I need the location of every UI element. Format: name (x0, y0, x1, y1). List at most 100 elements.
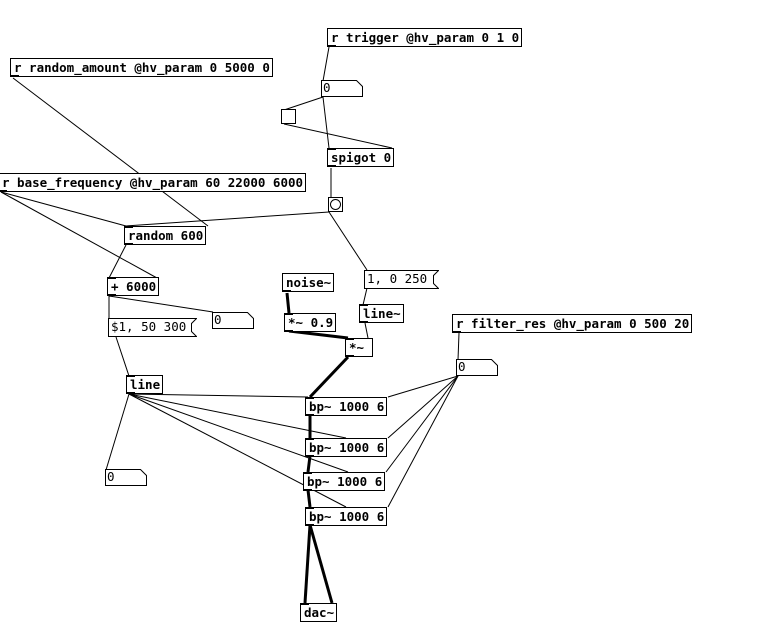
signal-cord (288, 329, 349, 340)
message-text: 1, 0 250 (367, 271, 428, 286)
line-output-number-box[interactable]: 0 (105, 469, 147, 486)
number-value: 0 (214, 312, 222, 327)
cord (12, 77, 209, 227)
line-signal-object[interactable]: line~ (359, 304, 404, 323)
cord (328, 211, 368, 271)
receive-base-frequency-object[interactable]: r base_frequency @hv_param 60 22000 6000 (0, 173, 307, 192)
spigot-object[interactable]: spigot 0 (327, 148, 395, 167)
signal-cord (308, 355, 350, 399)
bang-button[interactable] (328, 197, 343, 212)
receive-filter-res-object[interactable]: r filter_res @hv_param 0 500 20 (452, 314, 693, 333)
cord (387, 375, 459, 508)
cord (322, 46, 330, 82)
inlet[interactable] (284, 313, 293, 315)
inlet[interactable] (300, 603, 309, 605)
signal-cord (285, 292, 291, 314)
object-label: bp~ 1000 6 (307, 474, 383, 489)
number-value: 0 (323, 80, 331, 95)
inlet[interactable] (305, 397, 314, 399)
inlet[interactable] (124, 226, 133, 228)
cord (108, 295, 214, 313)
outlet[interactable] (10, 75, 19, 77)
outlet[interactable] (126, 392, 135, 394)
object-label: random 600 (128, 228, 204, 243)
outlet[interactable] (124, 243, 133, 245)
trigger-number-box[interactable]: 0 (321, 80, 363, 97)
object-label: + 6000 (111, 279, 157, 294)
object-label: *~ 0.9 (288, 315, 334, 330)
inlet[interactable] (345, 338, 354, 340)
object-label: r trigger @hv_param 0 1 0 (331, 30, 520, 45)
object-label: spigot 0 (331, 150, 392, 165)
inlet[interactable] (305, 438, 314, 440)
outlet[interactable] (282, 290, 291, 292)
outlet[interactable] (345, 355, 354, 357)
toggle[interactable] (281, 109, 296, 124)
ramp-message[interactable]: $1, 50 300 (108, 318, 197, 337)
cord (362, 287, 368, 306)
cord (0, 191, 127, 227)
object-label: r base_frequency @hv_param 60 22000 6000 (2, 175, 304, 190)
number-value: 0 (107, 469, 115, 484)
dac-output-object[interactable]: dac~ (300, 603, 338, 622)
outlet[interactable] (305, 414, 314, 416)
inlet[interactable] (303, 472, 312, 474)
outlet[interactable] (452, 331, 461, 333)
receive-random-amount-object[interactable]: r random_amount @hv_param 0 5000 0 (10, 58, 273, 77)
outlet[interactable] (284, 330, 293, 332)
inlet[interactable] (327, 148, 336, 150)
object-label: bp~ 1000 6 (309, 440, 385, 455)
outlet[interactable] (303, 489, 312, 491)
object-label: *~ (349, 340, 365, 355)
cord (115, 336, 130, 377)
cord (364, 322, 369, 339)
bandpass-filter-2[interactable]: bp~ 1000 6 (305, 438, 388, 457)
cord (387, 375, 459, 439)
inlet[interactable] (305, 507, 314, 509)
noise-object[interactable]: noise~ (282, 273, 335, 292)
cord (457, 332, 460, 361)
outlet[interactable] (107, 294, 116, 296)
cord (387, 375, 459, 398)
outlet[interactable] (305, 524, 314, 526)
multiply-gain-object[interactable]: *~ 0.9 (284, 313, 337, 332)
message-text: $1, 50 300 (111, 319, 187, 334)
signal-cord (308, 524, 334, 604)
cord (108, 244, 127, 279)
filter-res-number-box[interactable]: 0 (456, 359, 498, 376)
inlet[interactable] (359, 304, 368, 306)
multiply-signal-object[interactable]: *~ (345, 338, 373, 357)
object-label: r filter_res @hv_param 0 500 20 (456, 316, 690, 331)
signal-cord (306, 455, 312, 473)
inlet[interactable] (107, 277, 116, 279)
cord (105, 393, 130, 471)
bang-circle-icon (330, 199, 341, 210)
cord (125, 211, 330, 227)
object-label: line~ (363, 306, 401, 321)
envelope-message[interactable]: 1, 0 250 (364, 270, 439, 289)
object-label: bp~ 1000 6 (309, 509, 385, 524)
outlet[interactable] (359, 321, 368, 323)
receive-trigger-object[interactable]: r trigger @hv_param 0 1 0 (327, 28, 523, 47)
bandpass-filter-3[interactable]: bp~ 1000 6 (303, 472, 386, 491)
line-object[interactable]: line (126, 375, 164, 394)
bandpass-filter-4[interactable]: bp~ 1000 6 (305, 507, 388, 526)
outlet[interactable] (305, 455, 314, 457)
object-label: bp~ 1000 6 (309, 399, 385, 414)
outlet[interactable] (327, 45, 336, 47)
add-object[interactable]: + 6000 (107, 277, 160, 296)
cord (283, 123, 393, 149)
cord (385, 375, 459, 473)
add-output-number-box[interactable]: 0 (212, 312, 254, 329)
outlet[interactable] (327, 165, 336, 167)
inlet[interactable] (126, 375, 135, 377)
signal-cord (306, 489, 312, 508)
number-value: 0 (458, 359, 466, 374)
object-label: dac~ (304, 605, 335, 620)
signal-cord (303, 524, 312, 604)
random-object[interactable]: random 600 (124, 226, 207, 245)
bandpass-filter-1[interactable]: bp~ 1000 6 (305, 397, 388, 416)
outlet[interactable] (0, 190, 7, 192)
object-label: line (130, 377, 161, 392)
